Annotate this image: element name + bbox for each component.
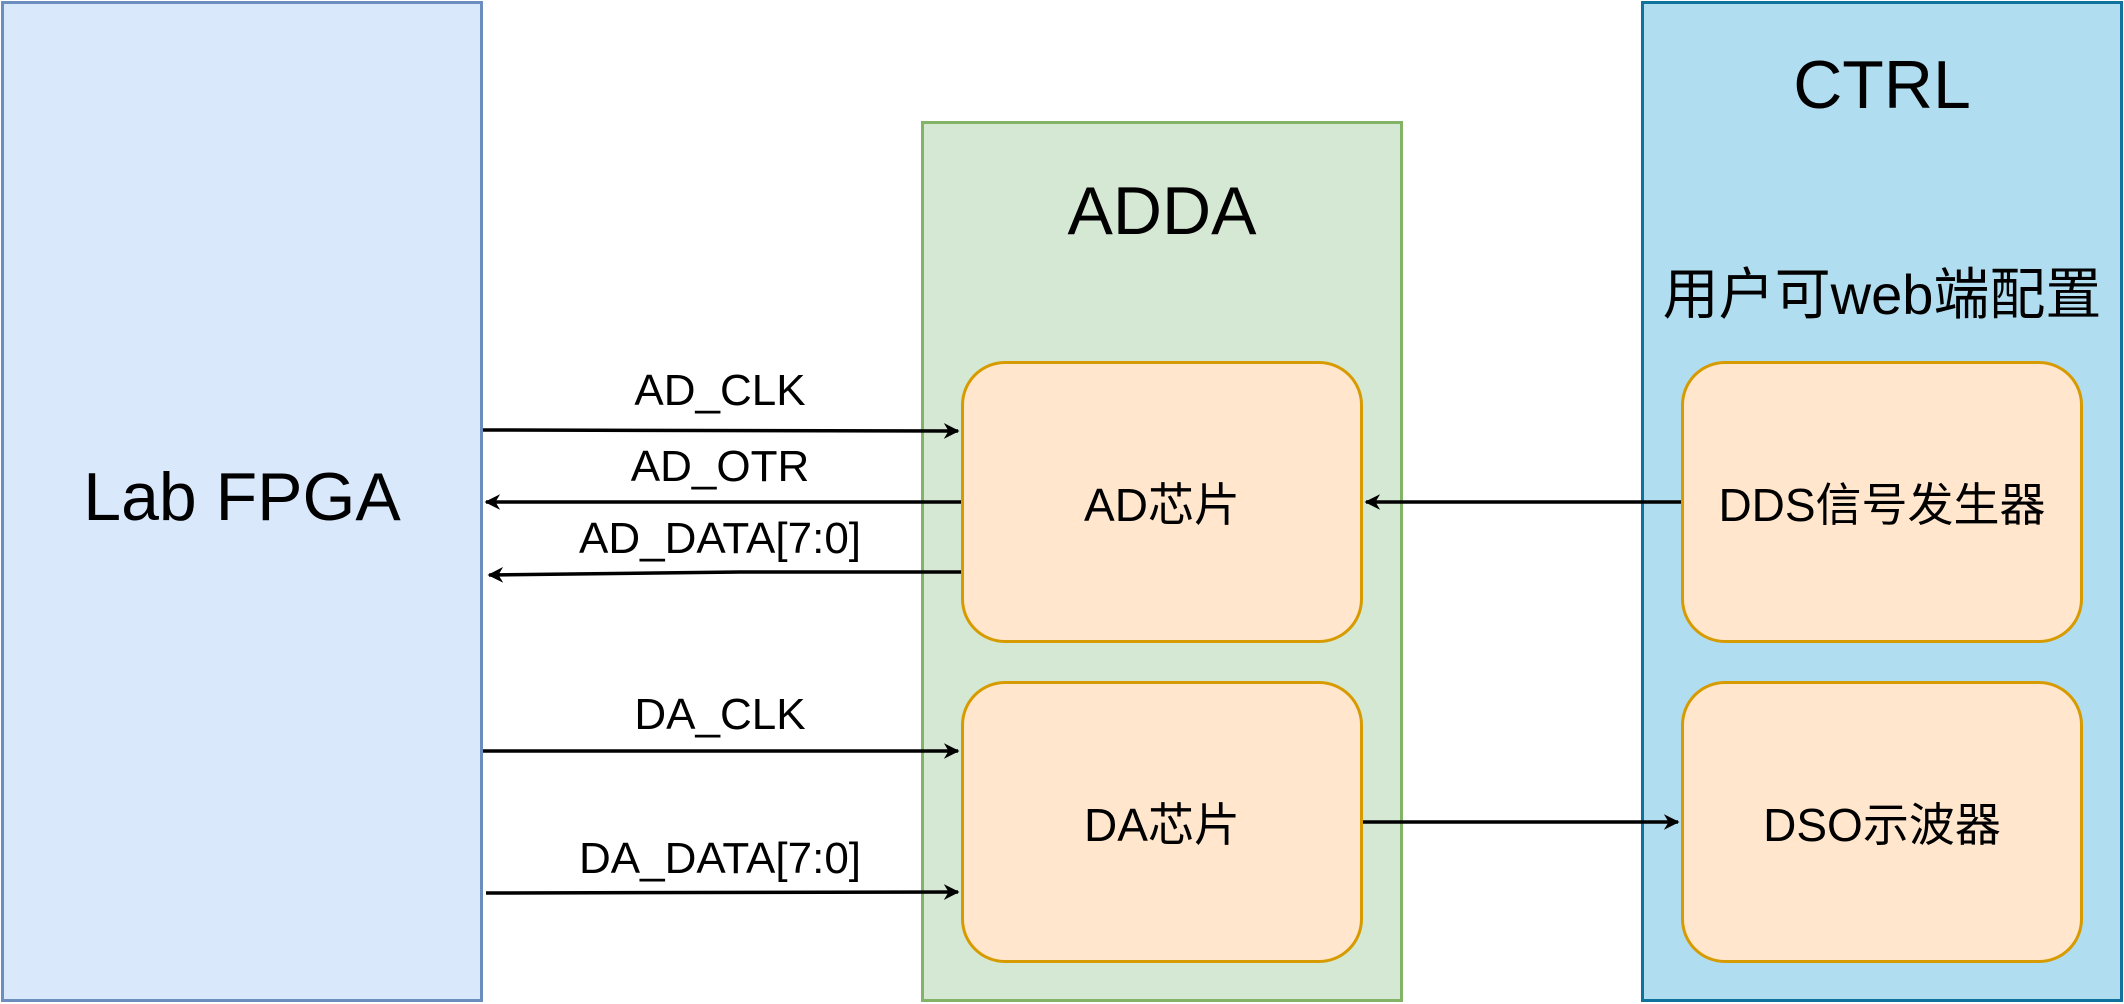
dds-generator-label: DDS信号发生器 [1718, 479, 2046, 531]
ctrl-title: CTRL [1793, 47, 1971, 123]
ad-chip-label: AD芯片 [1084, 479, 1240, 531]
signal-label-ad-data: AD_DATA[7:0] [578, 514, 862, 563]
ad-chip: AD芯片 [961, 361, 1363, 643]
signal-label-da-clk: DA_CLK [634, 690, 806, 739]
adda-title: ADDA [1067, 173, 1257, 249]
arrow-ad-clk [482, 423, 960, 439]
signal-label-ad-otr: AD_OTR [630, 442, 810, 491]
signal-label-ad-clk: AD_CLK [634, 366, 806, 415]
fpga-label: Lab FPGA [83, 459, 401, 535]
dso-oscilloscope-label: DSO示波器 [1763, 799, 2001, 851]
dso-oscilloscope: DSO示波器 [1681, 681, 2083, 963]
signal-label-da-data: DA_DATA[7:0] [578, 834, 862, 883]
fpga-block [1, 1, 483, 1002]
dds-generator: DDS信号发生器 [1681, 361, 2083, 643]
da-chip-label: DA芯片 [1084, 799, 1240, 851]
arrow-ad-data [487, 566, 961, 583]
ctrl-subtitle: 用户可web端配置 [1662, 263, 2102, 326]
arrow-da-data [485, 884, 960, 900]
da-chip: DA芯片 [961, 681, 1363, 963]
